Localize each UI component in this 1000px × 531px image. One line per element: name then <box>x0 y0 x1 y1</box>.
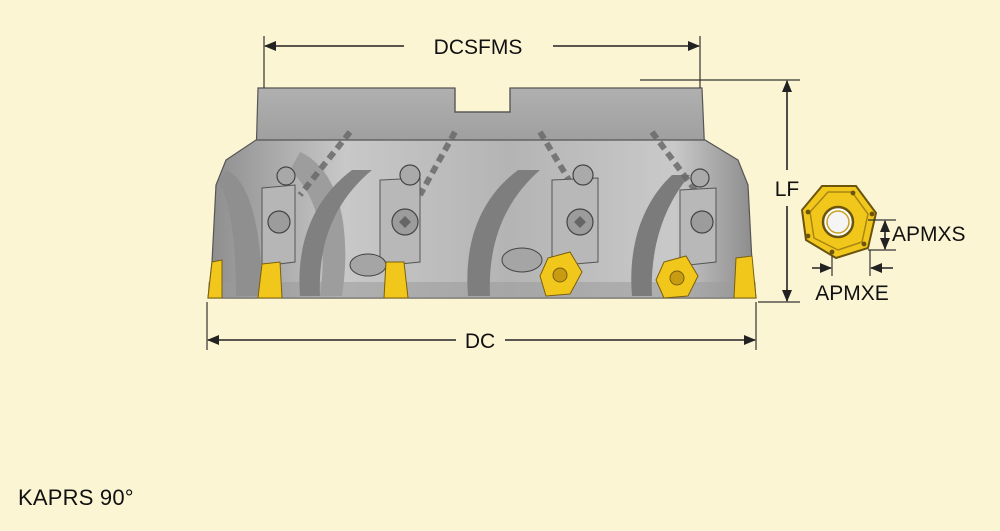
coolant-channels <box>297 130 698 197</box>
insert-pocket-3 <box>501 164 599 273</box>
dcsfms-label: DCSFMS <box>434 36 523 59</box>
dimension-apmxs: APMXS <box>868 219 966 251</box>
insert-detail <box>800 185 878 260</box>
apmxe-label: APMXE <box>815 282 889 305</box>
dimension-apmxe: APMXE <box>812 250 893 305</box>
cutter-body <box>207 87 757 299</box>
insert-pocket-2 <box>349 164 421 277</box>
dimension-lf: LF <box>640 79 800 303</box>
cutting-inserts <box>207 251 757 299</box>
insert-pocket-4 <box>679 168 717 267</box>
apmxs-label: APMXS <box>892 223 966 246</box>
dc-label: DC <box>465 330 495 353</box>
insert-pocket-1 <box>261 166 296 267</box>
approach-angle-caption: KAPRS 90° <box>18 485 134 510</box>
lf-label: LF <box>775 178 800 201</box>
dimension-dcsfms: DCSFMS <box>263 36 701 88</box>
dimension-dc: DC <box>206 302 757 353</box>
